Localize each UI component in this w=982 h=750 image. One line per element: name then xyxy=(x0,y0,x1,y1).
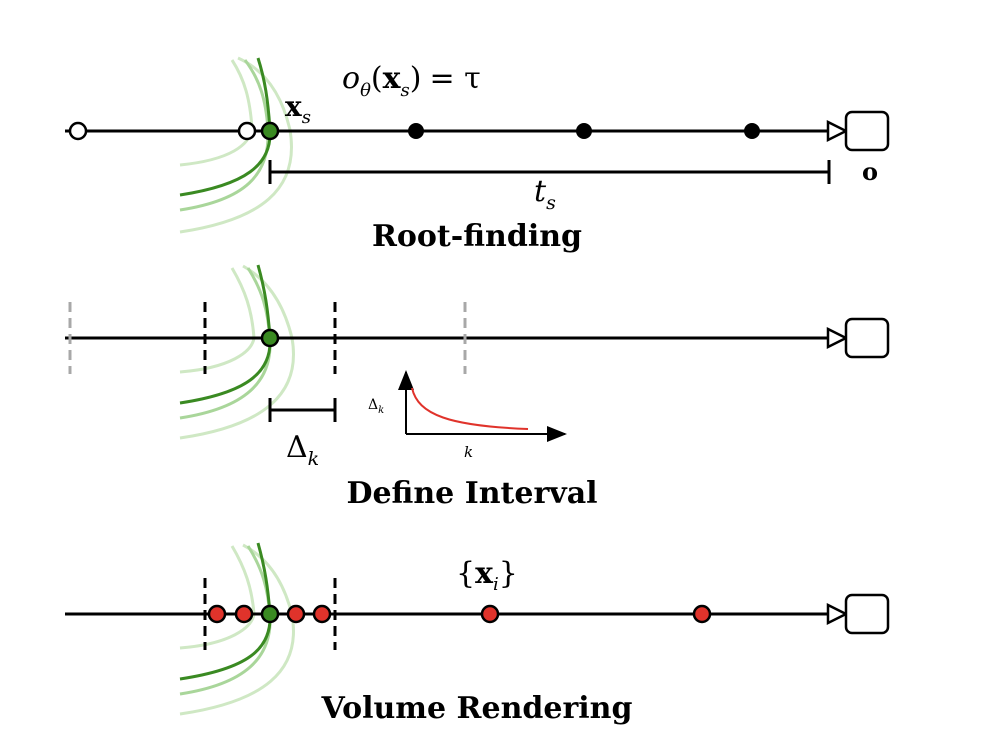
sample-point-red xyxy=(234,604,254,624)
panel-root-finding: oθ(xs)= τ xs ts o Root-finding xyxy=(65,56,890,254)
interval-bracket xyxy=(268,398,337,422)
surface-point xyxy=(260,328,280,348)
distance-label: ts xyxy=(534,174,556,214)
sample-point-red xyxy=(207,604,227,624)
sample-point-filled xyxy=(576,123,592,139)
origin-label: o xyxy=(862,157,878,186)
surface-contour-inner xyxy=(179,267,256,374)
panel-title-define-interval: Define Interval xyxy=(346,476,597,511)
panel-title-root-finding: Root-finding xyxy=(372,219,582,254)
inset-decay-curve xyxy=(411,387,529,430)
surface-contour-outer xyxy=(179,543,295,716)
panel-title-volume-rendering: Volume Rendering xyxy=(321,691,633,726)
distance-bracket xyxy=(268,160,831,184)
sample-point-red xyxy=(312,604,332,624)
panel-volume-rendering: {xi} Volume Rendering xyxy=(65,542,890,726)
surface-point xyxy=(260,604,280,624)
sample-point-filled xyxy=(744,123,760,139)
panel-define-interval: Δk Δk k Define Interval xyxy=(65,264,890,511)
surface-contour-mid xyxy=(179,545,272,696)
inset-xlabel: k xyxy=(464,443,473,461)
surface-contour-outer xyxy=(179,264,295,440)
sample-point-red xyxy=(692,604,712,624)
camera-icon xyxy=(826,593,890,635)
sample-point-empty xyxy=(237,121,257,141)
sample-point-filled xyxy=(408,123,424,139)
surface-contour-mid xyxy=(179,59,270,212)
camera-icon xyxy=(826,110,890,152)
camera-icon xyxy=(826,317,890,359)
surface-point-label: xs xyxy=(285,90,311,128)
inset-ylabel: Δk xyxy=(368,397,384,416)
surface-contour-inner xyxy=(179,545,256,650)
surface-contour-mid xyxy=(179,267,272,420)
samples-label: {xi} xyxy=(456,556,518,595)
equation: oθ(xs)= τ xyxy=(342,61,481,101)
inset-plot: Δk k xyxy=(368,370,567,461)
interval-label: Δk xyxy=(286,430,319,470)
surface-contour-inner xyxy=(179,59,254,167)
surface-point xyxy=(260,121,280,141)
sample-point-red xyxy=(480,604,500,624)
sample-point-red xyxy=(286,604,306,624)
sample-point-empty xyxy=(68,121,88,141)
